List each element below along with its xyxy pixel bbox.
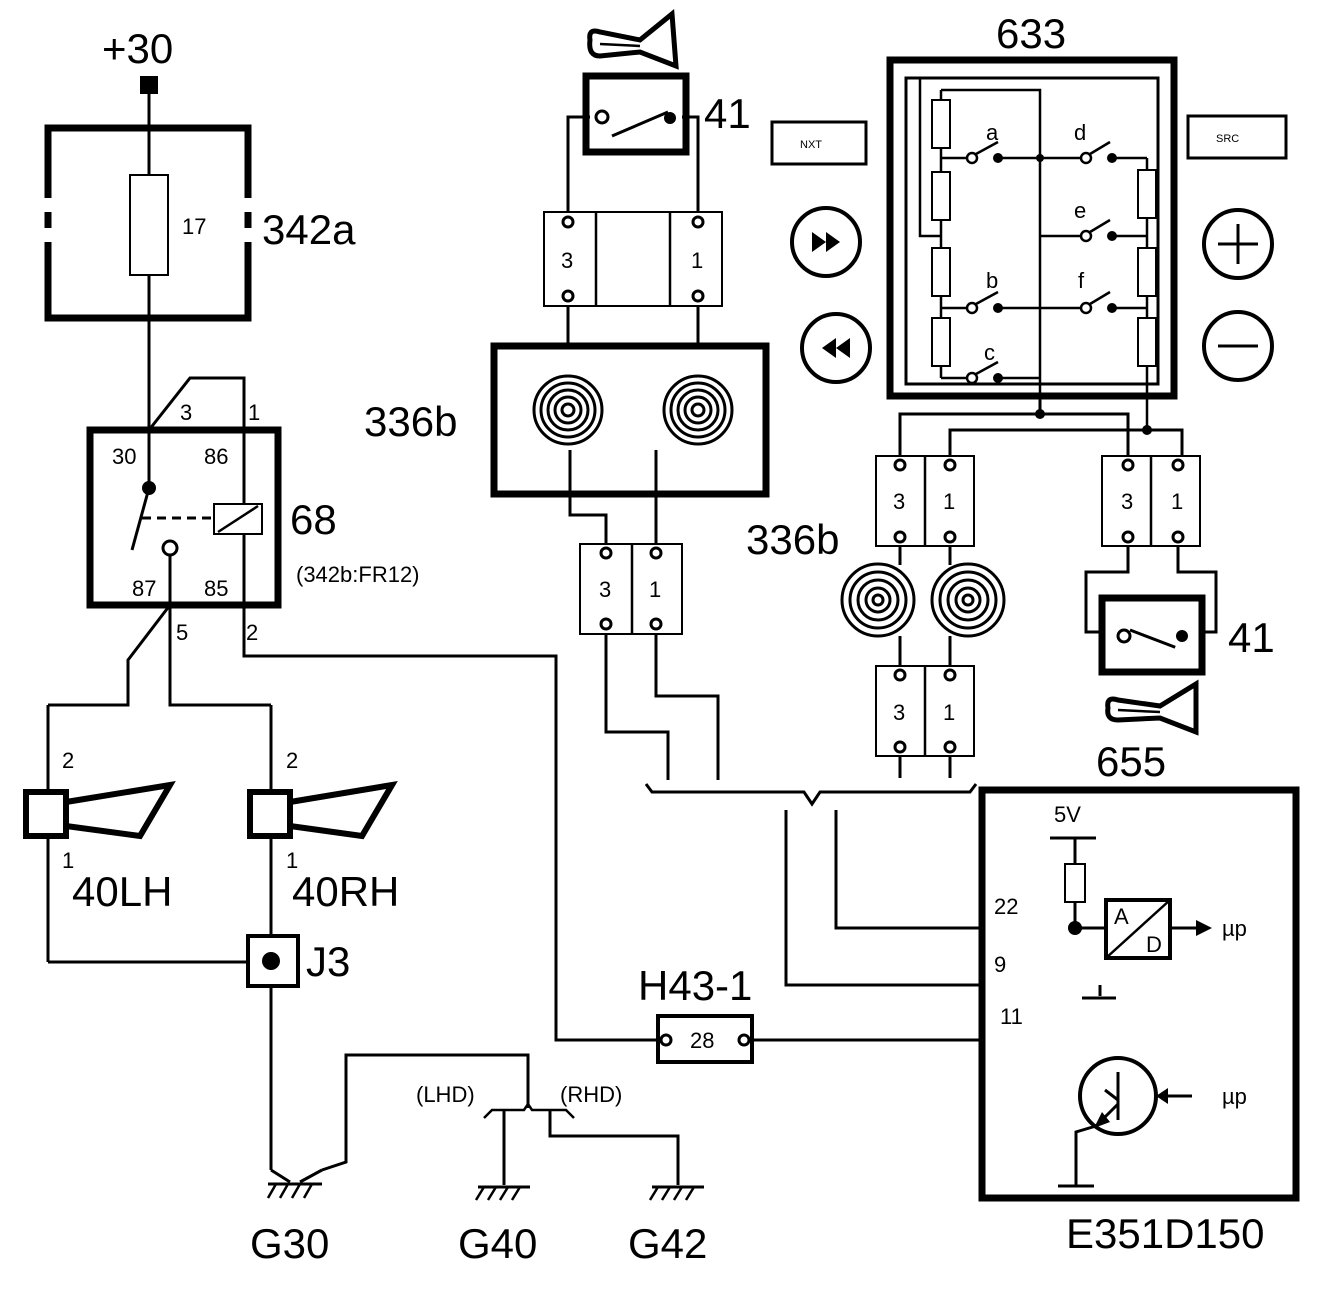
clock-spring-336b-center (490, 342, 770, 498)
connector-right-a-pin-1: 1 (943, 489, 955, 514)
connector-right-a: 3 1 (875, 455, 975, 547)
horn-lh-pin-1: 1 (62, 848, 74, 873)
transistor-icon (1058, 1056, 1158, 1188)
relay-pin-30: 30 (112, 444, 136, 469)
adc-up-label: µp (1222, 916, 1247, 941)
horn-lh-pin-2: 2 (62, 748, 74, 773)
src-button[interactable]: SRC (1186, 114, 1288, 160)
fuse-number: 17 (182, 214, 206, 239)
horn-switch-41-top (582, 72, 690, 156)
horn-rh-label: 40RH (292, 868, 399, 915)
supply-terminal (140, 76, 158, 94)
supply-label: +30 (102, 25, 173, 72)
module-pin-22: 22 (994, 894, 1018, 919)
adc-d: D (1146, 932, 1162, 957)
connector-right-c-pin-3: 3 (893, 700, 905, 725)
connector-h43-label: H43-1 (638, 962, 752, 1009)
module-code-label: E351D150 (1066, 1210, 1265, 1257)
src-button-label: SRC (1216, 133, 1239, 145)
clock-spring-336b-right (840, 562, 1006, 638)
horn-switch-41-right (1098, 594, 1206, 676)
switch-e-label: e (1074, 198, 1086, 223)
relay-pin-85: 85 (204, 576, 228, 601)
connector-top-pin-3: 3 (561, 248, 573, 273)
horn-rh-pin-1: 1 (286, 848, 298, 873)
ground-g42-icon (648, 1185, 704, 1201)
relay-wire-3: 3 (180, 400, 192, 425)
relay-pin-86: 86 (204, 444, 228, 469)
module-pin-11: 11 (1000, 1004, 1023, 1029)
horn-40lh-icon (23, 781, 176, 840)
adc-a: A (1114, 904, 1129, 929)
horn-switch-right-label: 41 (1228, 614, 1275, 661)
connector-right-b-pin-1: 1 (1171, 489, 1183, 514)
module-voltage: 5V (1054, 802, 1081, 827)
control-module-655: 5V A D µp 22 9 11 µp (978, 786, 1300, 1202)
clock-spring-right-label: 336b (746, 516, 839, 563)
ground-g40-icon (474, 1185, 530, 1201)
nxt-button-label: NXT (800, 139, 822, 151)
module-pin-9: 9 (994, 952, 1006, 977)
fuse-box-342a: 17 (40, 124, 256, 322)
connector-top-pin-1: 1 (691, 248, 703, 273)
connector-right-a-pin-3: 3 (893, 489, 905, 514)
rhd-label: (RHD) (560, 1082, 622, 1107)
plus-icon[interactable] (1202, 208, 1274, 280)
fuse-element (129, 174, 169, 276)
transistor-up-label: µp (1222, 1084, 1247, 1109)
horn-switch-top-label: 41 (704, 90, 751, 137)
horn-lh-label: 40LH (72, 868, 172, 915)
splice-label: J3 (306, 938, 350, 985)
fuse-ref-label: 342a (262, 206, 356, 253)
nxt-button[interactable]: NXT (770, 120, 868, 166)
horn-symbol-top-icon (587, 9, 679, 70)
relay-note: (342b:FR12) (296, 562, 420, 587)
switch-panel-633: a d e b f c (886, 56, 1178, 430)
connector-mid-pin-3: 3 (599, 577, 611, 602)
horn-symbol-right-icon (1105, 679, 1199, 736)
switch-d-label: d (1074, 120, 1086, 145)
connector-right-c-pin-1: 1 (943, 700, 955, 725)
splice-j3 (246, 934, 300, 988)
ground-g40-label: G40 (458, 1220, 537, 1267)
switch-panel-label: 633 (996, 10, 1066, 57)
relay-ref-label: 68 (290, 496, 337, 543)
switch-f-label: f (1078, 268, 1085, 293)
connector-h43-pin: 28 (690, 1028, 714, 1053)
horn-40rh-icon (247, 780, 398, 840)
connector-mid-center: 3 1 (579, 543, 683, 635)
ground-g30-label: G30 (250, 1220, 329, 1267)
module-ref-label: 655 (1096, 738, 1166, 785)
connector-h43-1: 28 (656, 1014, 754, 1064)
lhd-label: (LHD) (416, 1082, 475, 1107)
rewind-icon[interactable] (800, 312, 872, 384)
clock-spring-center-label: 336b (364, 398, 457, 445)
ground-g30-icon (266, 1168, 323, 1199)
switch-c-label: c (984, 340, 995, 365)
horn-rh-pin-2: 2 (286, 748, 298, 773)
relay-68: 30 86 87 85 (86, 426, 282, 609)
minus-icon[interactable] (1202, 310, 1274, 382)
connector-right-c: 3 1 (875, 665, 975, 757)
connector-right-b-pin-3: 3 (1121, 489, 1133, 514)
switch-a-label: a (986, 120, 999, 145)
adc-block: A D (1104, 898, 1172, 960)
switch-b-label: b (986, 268, 998, 293)
relay-wire-5: 5 (176, 620, 188, 645)
connector-top-center: 3 1 (543, 211, 723, 307)
connector-mid-pin-1: 1 (649, 577, 661, 602)
fast-forward-icon[interactable] (790, 206, 862, 278)
connector-right-b: 3 1 (1101, 455, 1201, 547)
relay-wire-2: 2 (246, 620, 258, 645)
ground-g42-label: G42 (628, 1220, 707, 1267)
relay-wire-1: 1 (248, 400, 260, 425)
relay-pin-87: 87 (132, 576, 156, 601)
